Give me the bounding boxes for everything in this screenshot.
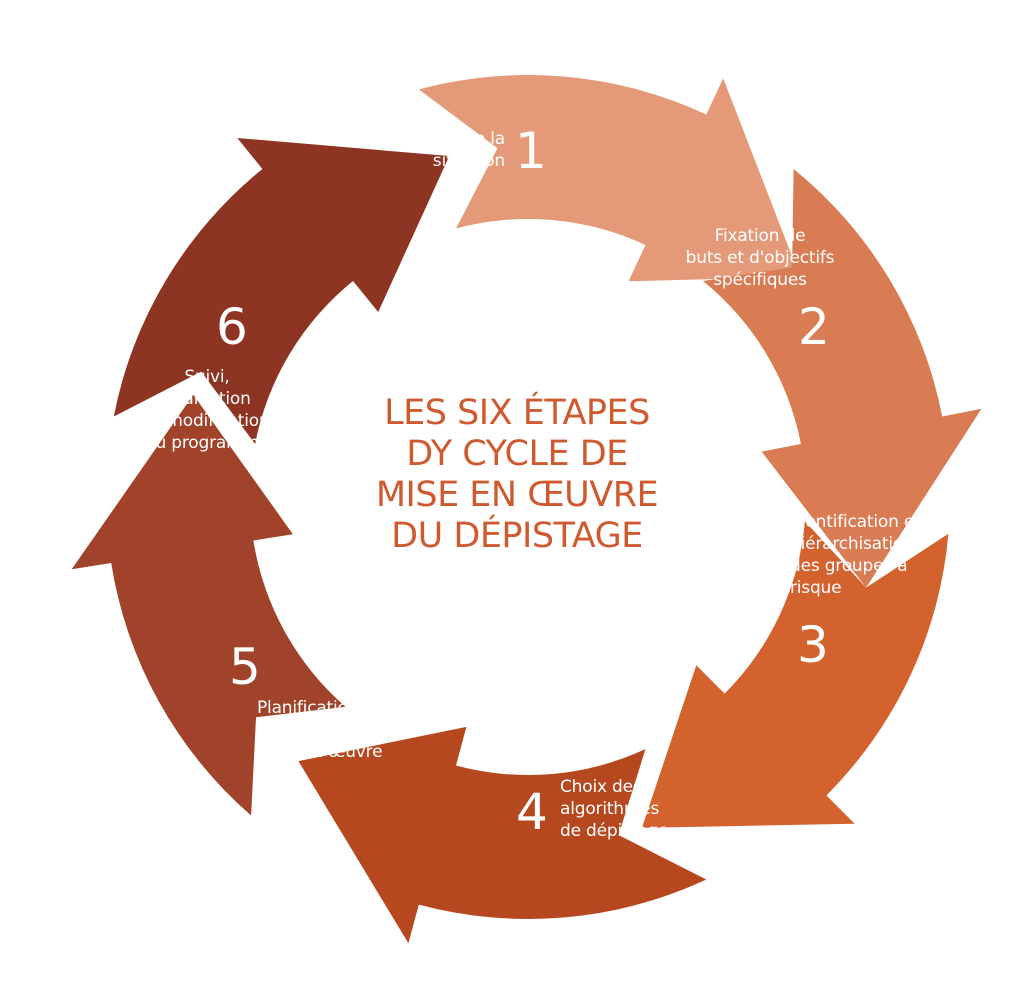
step-3-arrow [641, 521, 949, 828]
step-6-label: Suivi, évaluation et modification du pro… [144, 367, 270, 453]
step-6-number: 6 [216, 298, 248, 356]
diagram-title: LES SIX ÉTAPES DY CYCLE DE MISE EN ŒUVRE… [372, 393, 662, 557]
step-2-arrow [703, 169, 982, 588]
step-4-arrow [298, 726, 707, 944]
step-5-label: Planification, budgétisation et mise en … [257, 698, 394, 762]
step-2-label: Fixation de buts et d'objectifs spécifiq… [685, 226, 835, 290]
step-1-label: Évaluation de la situation [371, 129, 505, 171]
step-6-arrow [113, 138, 450, 444]
step-2-number: 2 [798, 298, 830, 356]
step-5-number: 5 [229, 638, 261, 696]
title-line-4: DU DÉPISTAGE [391, 516, 643, 556]
title-line-3: MISE EN ŒUVRE [375, 475, 659, 515]
step-4-label: Choix des algorithmes de dépistage [560, 777, 669, 841]
step-5-arrow [71, 394, 346, 816]
step-1-number: 1 [515, 122, 547, 180]
title-line-2: DY CYCLE DE [406, 434, 628, 474]
step-3-number: 3 [797, 616, 829, 674]
title-line-1: LES SIX ÉTAPES [384, 393, 650, 433]
step-3-label: Identification et hiérarchisation des gr… [790, 512, 921, 598]
step-1-arrow [418, 75, 800, 282]
step-4-number: 4 [516, 783, 548, 841]
